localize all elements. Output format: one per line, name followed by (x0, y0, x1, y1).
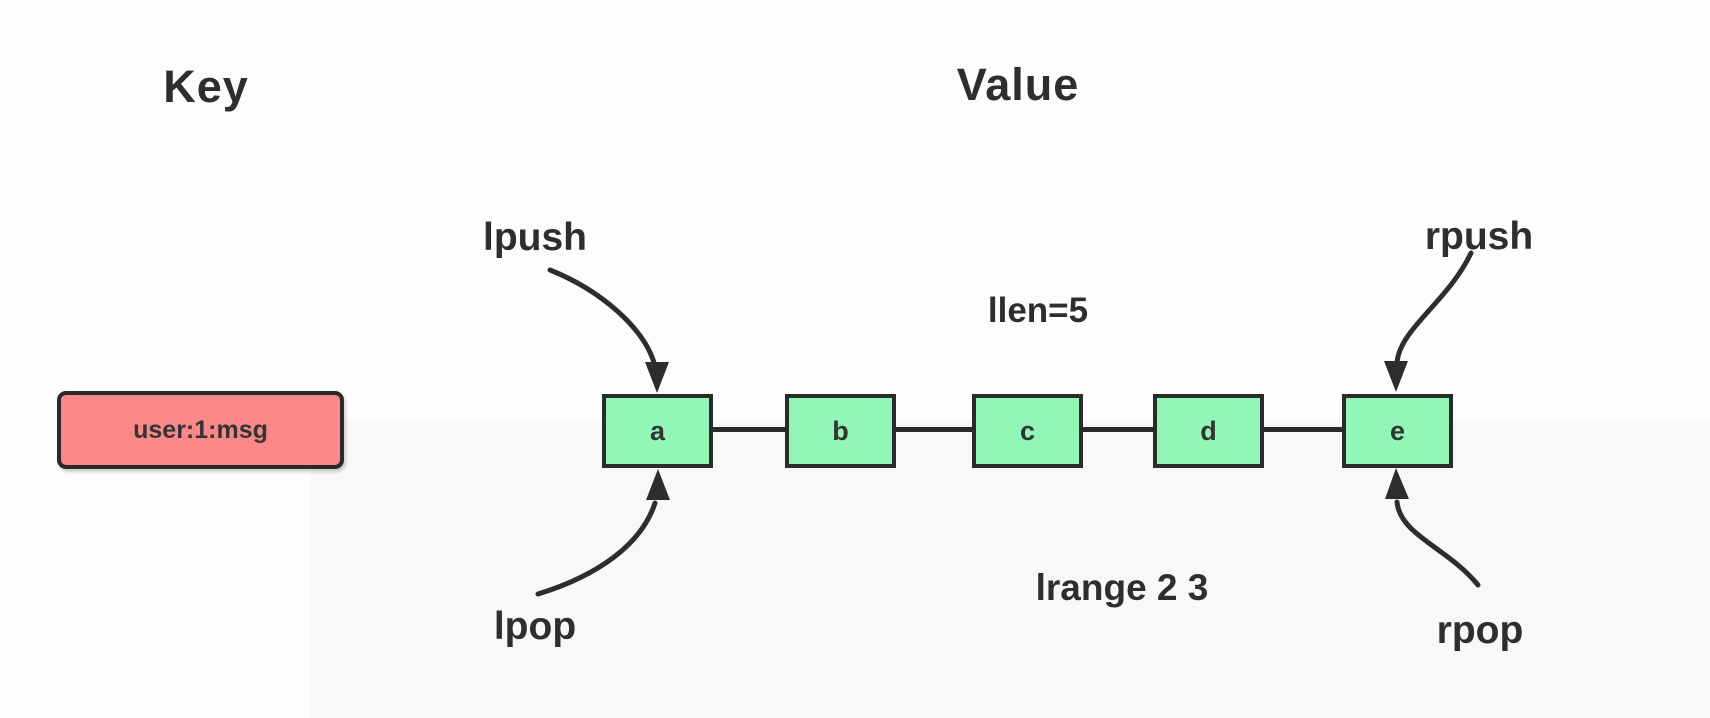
rpop-label: rpop (1436, 609, 1524, 652)
lrange-annotation: lrange 2 3 (1035, 567, 1209, 608)
lpop-label: lpop (493, 605, 577, 648)
key-box-label: user:1:msg (133, 415, 268, 444)
key-box: user:1:msg (57, 391, 344, 469)
list-node-e: e (1342, 394, 1453, 468)
lpush-arrow (547, 267, 669, 393)
lpush-label: lpush (483, 216, 587, 259)
key-column-heading: Key (163, 61, 249, 112)
rpush-arrow (1384, 250, 1474, 392)
list-node-d: d (1153, 394, 1264, 468)
list-node-c: c (972, 394, 1083, 468)
llen-annotation: llen=5 (987, 291, 1089, 330)
value-column-heading: Value (956, 59, 1080, 110)
list-node-a: a (602, 394, 713, 468)
list-node-b: b (785, 394, 896, 468)
rpush-label: rpush (1424, 215, 1534, 258)
